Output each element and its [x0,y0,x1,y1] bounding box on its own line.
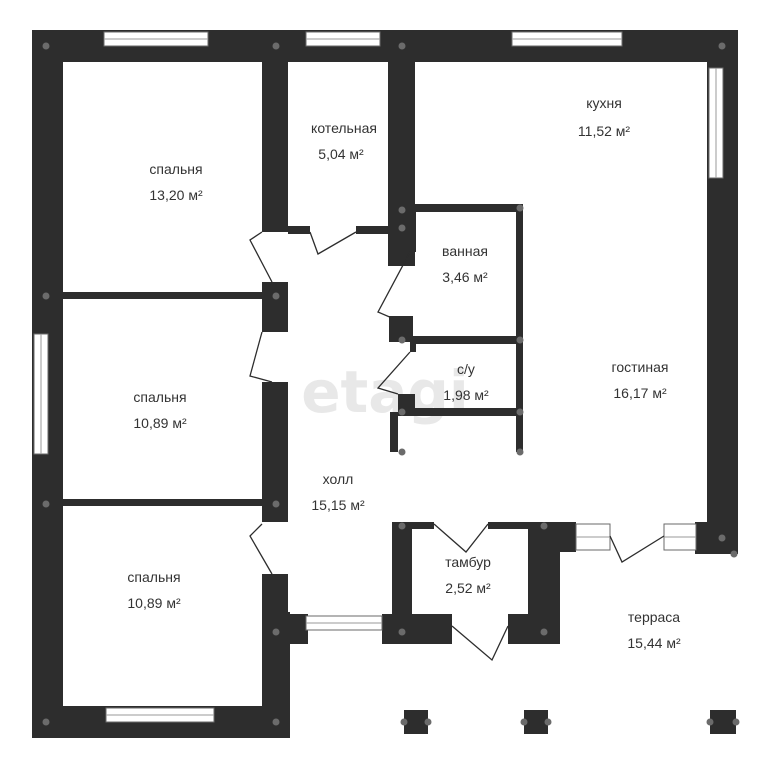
room-area: 15,44 м² [627,635,681,651]
room-name: терраса [628,609,680,625]
room-boiler: котельная 5,04 м² [311,120,377,162]
room-name: холл [323,471,354,487]
room-name: котельная [311,120,377,136]
room-wc: с/у 1,98 м² [443,361,489,403]
room-area: 1,98 м² [443,387,489,403]
room-name: спальня [149,161,202,177]
room-name: тамбур [445,554,491,570]
room-area: 10,89 м² [127,595,181,611]
doors [249,231,665,662]
room-name: кухня [586,95,622,111]
grid-nodes [42,42,740,726]
room-area: 11,52 м² [578,123,631,139]
room-terrace: терраса 15,44 м² [627,609,681,651]
room-area: 5,04 м² [318,146,364,162]
room-name: с/у [457,361,475,377]
windows [33,31,724,723]
room-name: спальня [133,389,186,405]
room-kitchen: кухня 11,52 м² [578,95,631,139]
room-name: ванная [442,243,488,259]
room-area: 10,89 м² [133,415,187,431]
room-area: 15,15 м² [311,497,365,513]
room-bedroom-1: спальня 13,20 м² [149,161,203,203]
room-area: 3,46 м² [442,269,488,285]
room-area: 16,17 м² [613,385,667,401]
room-hall: холл 15,15 м² [311,471,365,513]
room-bedroom-2: спальня 10,89 м² [133,389,187,431]
room-name: спальня [127,569,180,585]
room-bathroom: ванная 3,46 м² [442,243,488,285]
room-area: 2,52 м² [445,580,491,596]
room-vestibule: тамбур 2,52 м² [445,554,491,596]
room-name: гостиная [612,359,669,375]
room-area: 13,20 м² [149,187,203,203]
room-living: гостиная 16,17 м² [612,359,669,401]
room-bedroom-3: спальня 10,89 м² [127,569,181,611]
